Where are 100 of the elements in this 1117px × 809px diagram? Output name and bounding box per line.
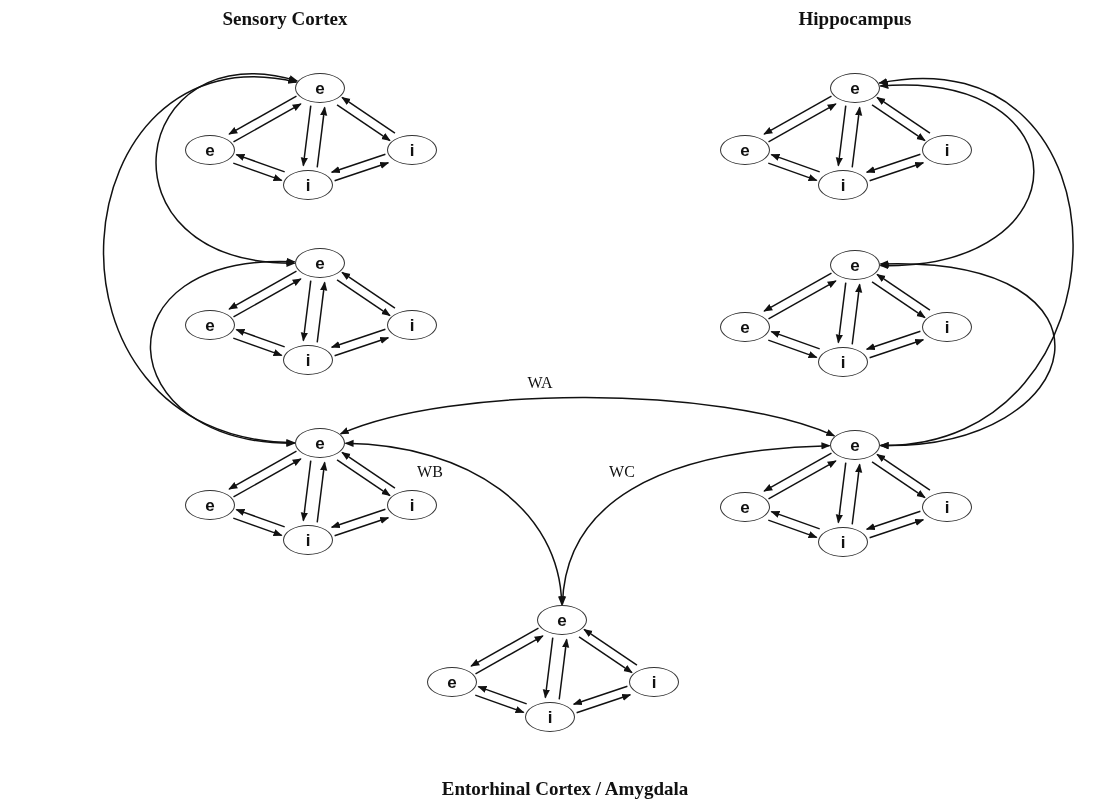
- arrow: [763, 272, 833, 312]
- arrow: [330, 508, 387, 529]
- neuron-type-label: e: [205, 316, 215, 334]
- arrow: [232, 278, 302, 318]
- neuron-type-label: i: [944, 498, 950, 516]
- neuron-type-label: e: [740, 141, 750, 159]
- arrow: [474, 635, 544, 675]
- neuron-ellipse: [387, 310, 437, 340]
- arrow: [767, 162, 818, 182]
- neuron-ellipse: [720, 135, 770, 165]
- arrow: [851, 106, 863, 169]
- neuron-ellipse: [185, 490, 235, 520]
- neuron-ellipse: [537, 605, 587, 635]
- neuron-ellipse: [830, 73, 880, 103]
- arrow: [333, 336, 390, 357]
- arrow: [333, 516, 390, 537]
- arrow: [770, 330, 821, 350]
- arrow: [851, 463, 863, 526]
- arrow: [149, 258, 296, 447]
- arrow: [228, 450, 298, 490]
- arrow: [232, 458, 302, 498]
- arrow: [767, 103, 837, 143]
- neuron-type-label: i: [409, 316, 415, 334]
- arrow: [330, 153, 387, 174]
- neuron-type-label: i: [547, 708, 553, 726]
- arrow: [767, 460, 837, 500]
- arrow: [767, 280, 837, 320]
- neuron-ellipse: [387, 135, 437, 165]
- neuron-ellipse: [295, 248, 345, 278]
- neuron-ellipse: [295, 73, 345, 103]
- arrow: [767, 339, 818, 359]
- neuron-ellipse: [629, 667, 679, 697]
- arrow: [559, 442, 831, 606]
- neuron-type-label: e: [315, 79, 325, 97]
- arrow: [341, 451, 396, 489]
- neuron-ellipse: [295, 428, 345, 458]
- neuron-ellipse: [830, 250, 880, 280]
- arrow: [232, 337, 283, 357]
- arrow: [232, 103, 302, 143]
- neuron-ellipse: [283, 345, 333, 375]
- neuron-type-label: i: [944, 141, 950, 159]
- neuron-type-label: e: [740, 318, 750, 336]
- neuron-ellipse: [283, 170, 333, 200]
- arrow: [583, 628, 638, 666]
- arrow: [336, 104, 391, 142]
- arrow: [868, 161, 925, 182]
- neuron-type-label: i: [840, 533, 846, 551]
- neuron-type-label: e: [850, 436, 860, 454]
- arrow: [851, 283, 863, 346]
- arrow: [763, 95, 833, 135]
- neuron-ellipse: [818, 527, 868, 557]
- arrow: [341, 271, 396, 309]
- neuron-ellipse: [427, 667, 477, 697]
- arrow: [879, 260, 1056, 449]
- arrow: [542, 636, 554, 699]
- arrow: [300, 279, 312, 342]
- neuron-ellipse: [922, 312, 972, 342]
- arrow: [865, 510, 922, 531]
- arrow: [235, 508, 286, 528]
- arrow: [316, 281, 328, 344]
- arrow: [865, 153, 922, 174]
- arrow: [235, 153, 286, 173]
- arrow: [333, 161, 390, 182]
- arrow: [470, 627, 540, 667]
- arrow: [835, 461, 847, 524]
- arrow: [232, 162, 283, 182]
- neuron-ellipse: [720, 312, 770, 342]
- arrow: [876, 453, 931, 491]
- arrow: [477, 685, 528, 705]
- arrow: [336, 279, 391, 317]
- neuron-type-label: i: [409, 141, 415, 159]
- neuron-type-label: i: [840, 353, 846, 371]
- arrow: [474, 694, 525, 714]
- neuron-type-label: i: [305, 176, 311, 194]
- arrow: [763, 452, 833, 492]
- arrow: [339, 396, 836, 437]
- neuron-ellipse: [922, 492, 972, 522]
- neuron-ellipse: [387, 490, 437, 520]
- arrow: [871, 461, 926, 499]
- arrow: [767, 519, 818, 539]
- arrow: [300, 104, 312, 167]
- neuron-type-label: e: [315, 434, 325, 452]
- neuron-ellipse: [818, 170, 868, 200]
- neuron-type-label: e: [315, 254, 325, 272]
- arrow: [558, 638, 570, 701]
- neuron-type-label: e: [850, 256, 860, 274]
- arrow: [868, 518, 925, 539]
- neuron-type-label: e: [740, 498, 750, 516]
- arrow: [876, 96, 931, 134]
- arrow: [879, 82, 1035, 269]
- region-title: Sensory Cortex: [222, 8, 348, 30]
- arrow: [341, 96, 396, 134]
- neuron-type-label: e: [850, 79, 860, 97]
- arrow: [344, 440, 565, 606]
- arrow: [871, 281, 926, 319]
- neuron-type-label: i: [305, 351, 311, 369]
- arrow: [232, 517, 283, 537]
- neuron-ellipse: [185, 310, 235, 340]
- arrow: [316, 461, 328, 524]
- neuron-ellipse: [185, 135, 235, 165]
